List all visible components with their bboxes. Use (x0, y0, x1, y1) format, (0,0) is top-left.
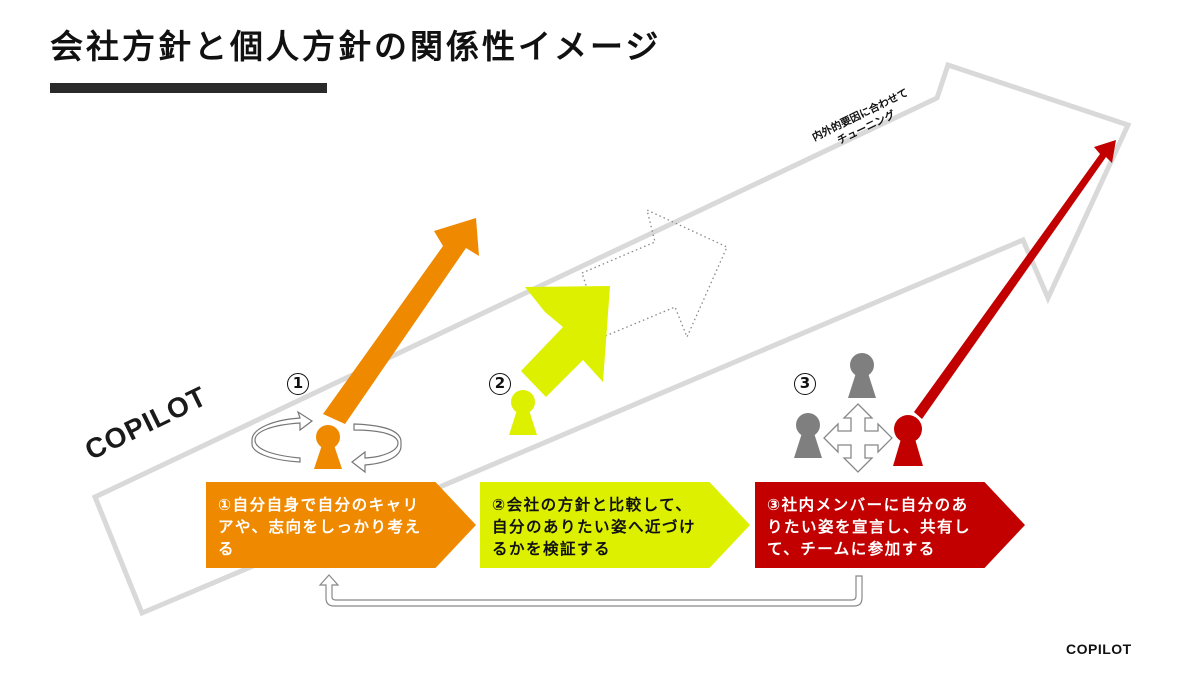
person-icon (509, 390, 537, 435)
loop-back-arrow-icon (318, 574, 863, 607)
person-icon (314, 425, 342, 469)
step-marker-3: 3 (794, 373, 816, 395)
four-way-arrow-icon (823, 403, 893, 473)
step-marker-2: 2 (489, 373, 511, 395)
step-1-box: ①自分自身で自分のキャリ アや、志向をしっかり考え る (206, 482, 476, 568)
step-1-text: ①自分自身で自分のキャリ アや、志向をしっかり考え る (218, 496, 422, 558)
step-2-box: ②会社の方針と比較して、 自分のありたい姿へ近づけ るかを検証する (480, 482, 750, 568)
step-marker-1: 1 (287, 373, 309, 395)
step-3-text: ③社内メンバーに自分のあ りたい姿を宣言し、共有し て、チームに参加する (767, 496, 972, 558)
rotate-arrows-icon (251, 410, 402, 474)
step-2-text: ②会社の方針と比較して、 自分のありたい姿へ近づけ るかを検証する (492, 496, 697, 558)
step-3-box: ③社内メンバーに自分のあ りたい姿を宣言し、共有し て、チームに参加する (755, 482, 1025, 568)
red-growth-arrow (914, 140, 1116, 419)
lime-growth-arrow (521, 286, 610, 397)
person-icon (794, 413, 822, 458)
dotted-ghost-arrow (581, 208, 728, 339)
title-underline (50, 83, 327, 93)
orange-growth-arrow (323, 218, 479, 424)
footer-logo: COPILOT (1066, 641, 1132, 657)
person-icon (848, 353, 876, 398)
person-icon (893, 415, 923, 466)
page-title: 会社方針と個人方針の関係性イメージ (50, 27, 662, 66)
